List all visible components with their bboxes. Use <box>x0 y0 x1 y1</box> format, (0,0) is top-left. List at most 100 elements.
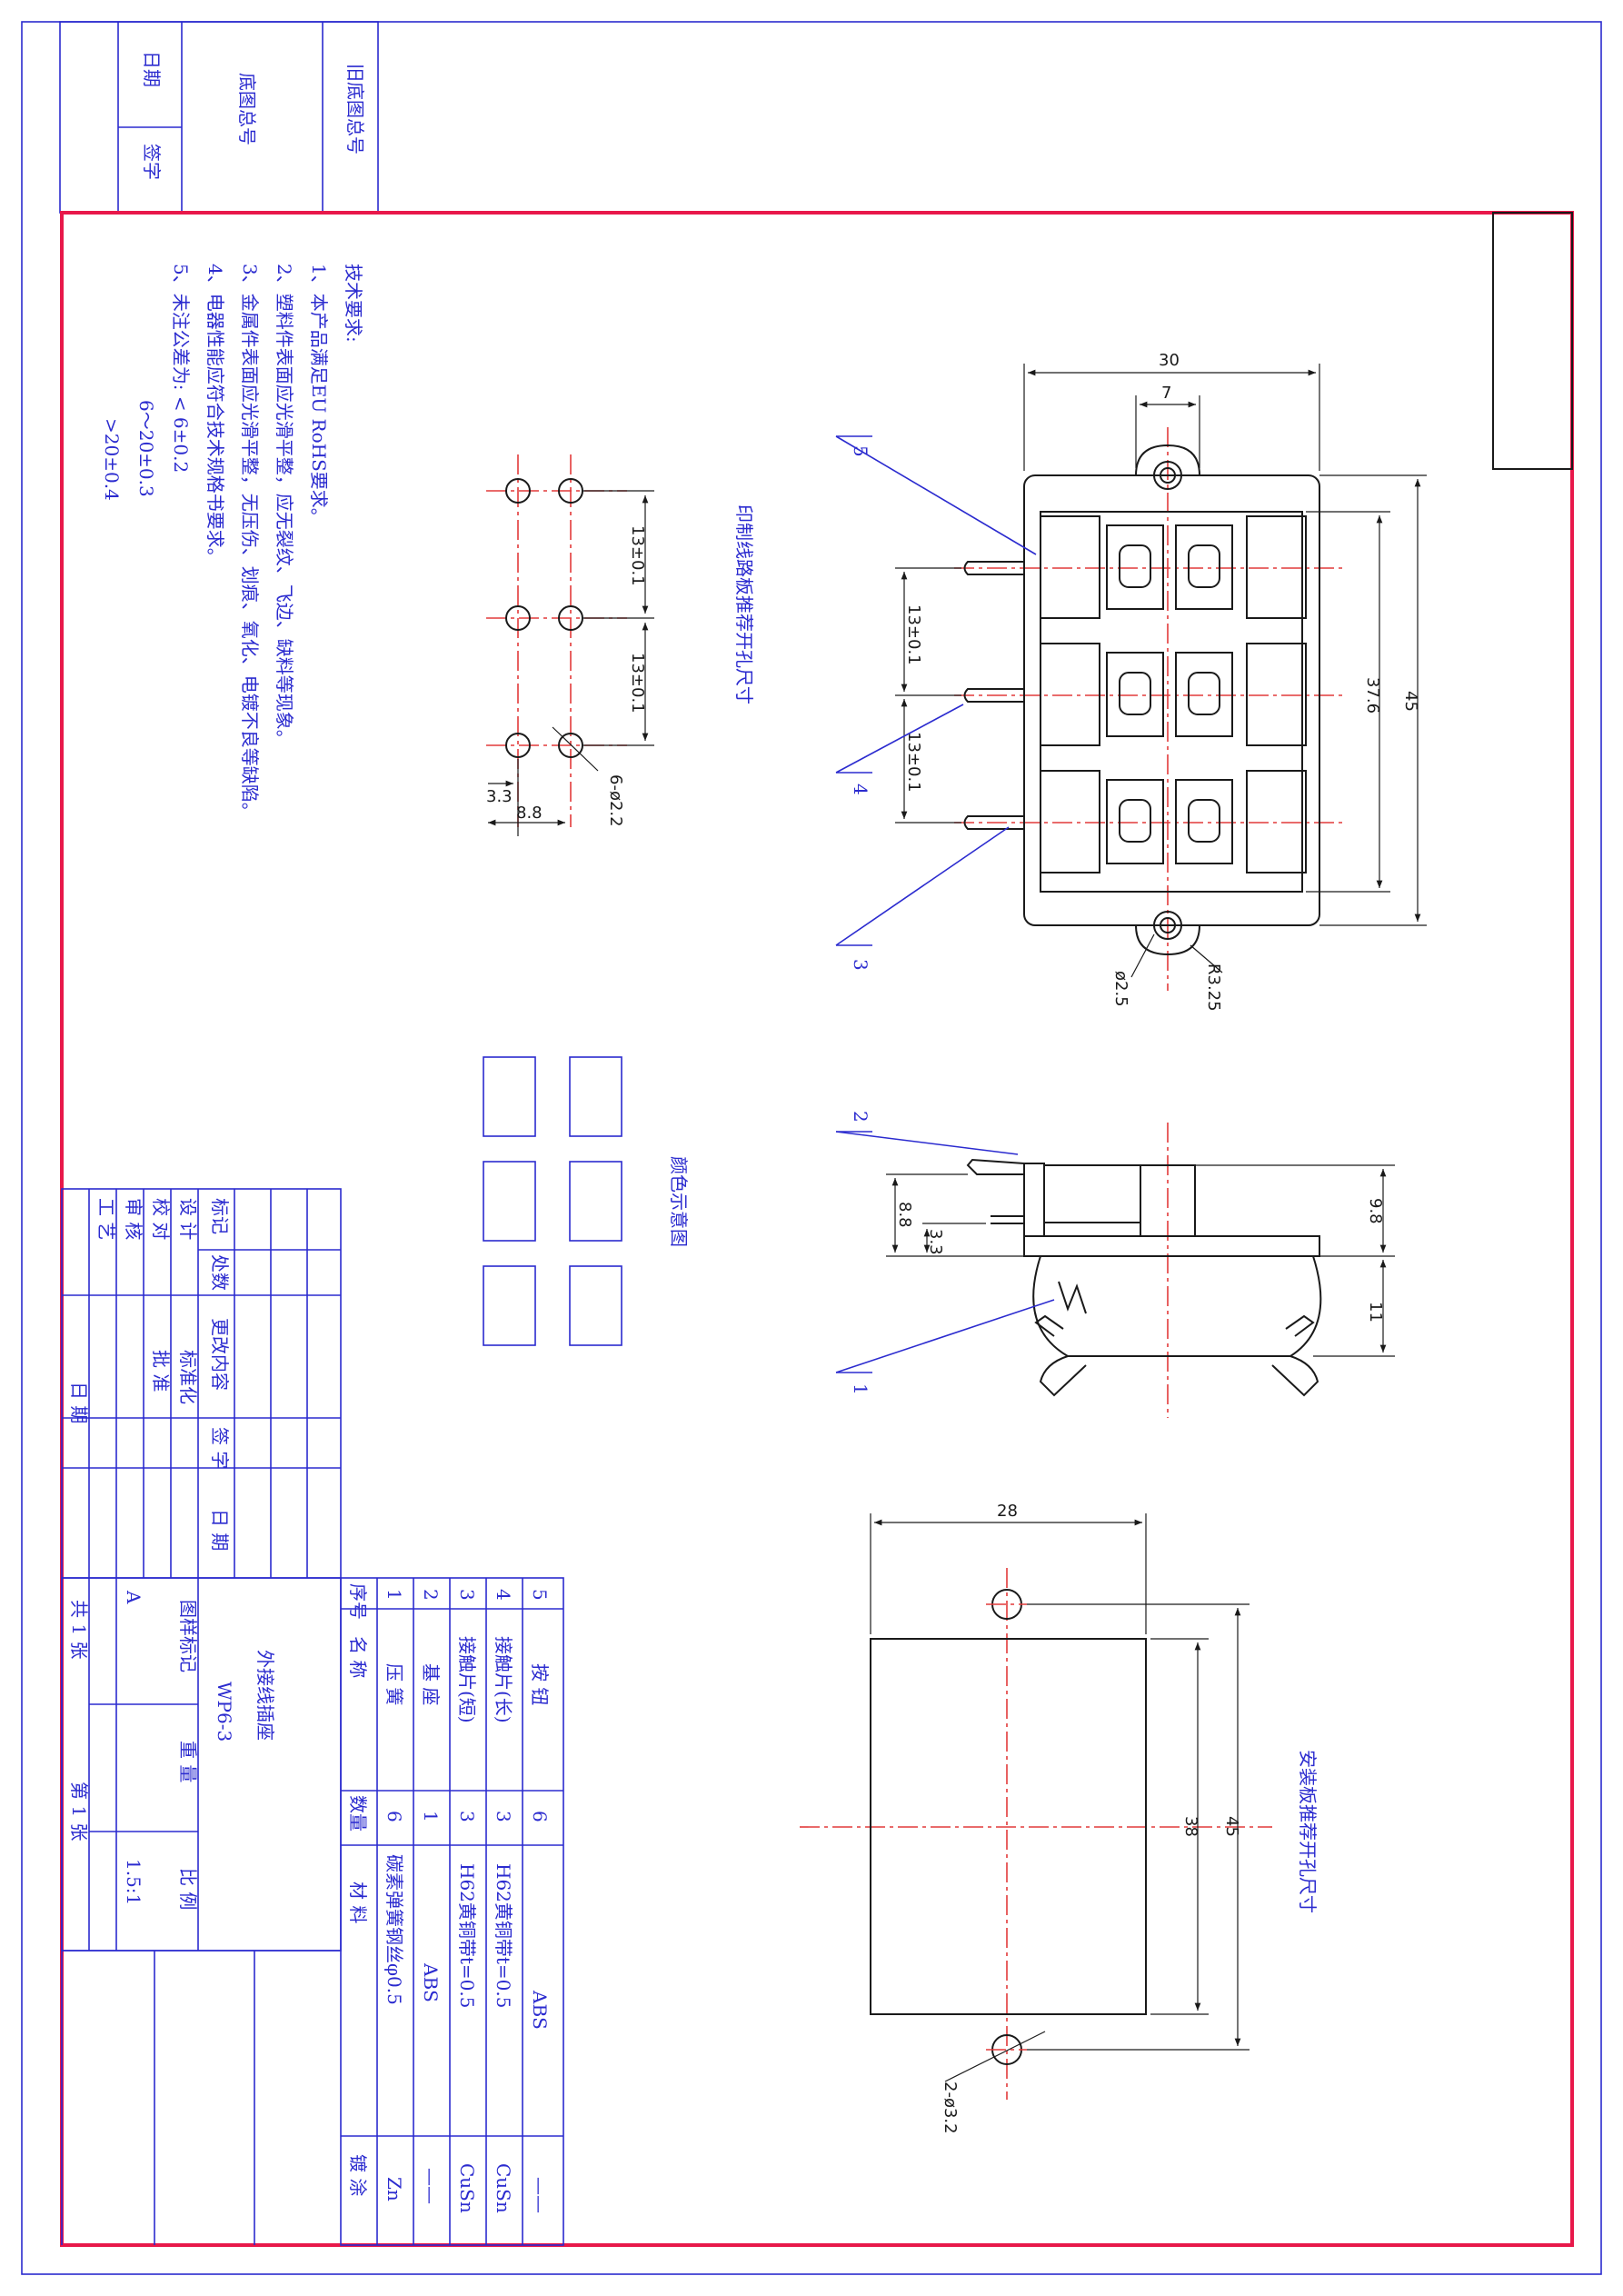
front-radius-3-25: R3.25 <box>1204 963 1223 1012</box>
front-hole-2-5: ø2.5 <box>1111 971 1130 1007</box>
rev-header-count: 处数 <box>209 1254 231 1291</box>
front-width-30: 30 <box>1159 351 1180 370</box>
tech-title: 技术要求: <box>343 264 364 343</box>
bom-row-3-plating: CuSn <box>456 2163 478 2213</box>
bom-row-3-name: 接触片(短) <box>456 1636 478 1723</box>
pcb-hole-pattern-view: 13±0.1 13±0.1 3.3 8.8 6-ø2.2 印制线路板推荐开孔尺寸 <box>486 454 755 836</box>
pcb-offset-3-3: 3.3 <box>486 787 513 806</box>
callout-5: 5 <box>850 445 871 457</box>
side-height-9-8: 9.8 <box>1366 1198 1385 1224</box>
front-height-37-6: 37.6 <box>1363 677 1382 714</box>
bom-header-material: 材 料 <box>347 1882 369 1923</box>
color-view-title: 颜色示意图 <box>668 1156 690 1247</box>
bom-row-1-qty: 6 <box>383 1811 405 1822</box>
bom-header-no: 序号 <box>347 1583 369 1620</box>
side-height-8-8: 8.8 <box>895 1202 914 1228</box>
bom-row-1-material: 碳素弹簧钢丝φ0.5 <box>383 1854 405 2005</box>
side-view: 8.8 3.3 9.8 11 2 1 <box>835 1111 1395 1418</box>
bom-row-5-plating: —— <box>529 2177 551 2213</box>
tech-tolerance-2: 6～20±0.3 <box>135 400 157 497</box>
tech-item-4: 4、电器性能应符合技术规格书要求。 <box>204 264 226 566</box>
rev-header-mark: 标记 <box>209 1198 231 1234</box>
bom-row-5-name: 按 钮 <box>529 1663 551 1705</box>
bom-row-3-material: H62黄铜带t=0.5 <box>456 1863 478 2009</box>
bom-row-3-qty: 3 <box>456 1811 478 1822</box>
front-pitch-2: 13±0.1 <box>904 732 923 793</box>
bom-row-1-plating: Zn <box>383 2177 405 2201</box>
bom-table: 序号 名 称 数量 材 料 镀 涂 1 压 簧 6 碳素弹簧钢丝φ0.5 Zn … <box>340 1577 564 2246</box>
bom-row-2-qty: 1 <box>420 1811 442 1822</box>
tech-item-3: 3、金属件表面应光滑平整，无压伤、划痕、氧化、电镀不良等缺陷。 <box>239 264 261 821</box>
bom-row-2-no: 2 <box>420 1589 442 1601</box>
tech-tolerance-3: >20±0.4 <box>101 418 123 501</box>
color-legend-view: 颜色示意图 <box>483 1056 690 1346</box>
side-offset-3-3: 3.3 <box>926 1229 945 1255</box>
mount-height-45: 45 <box>1222 1816 1241 1837</box>
revision-block: 标记 处数 更改内容 签 字 日 期 设 计 校 对 审 核 工 艺 标准化 批… <box>61 1188 342 2245</box>
scale-value: 1.5:1 <box>123 1859 144 1905</box>
date-label: 日期 <box>141 51 163 87</box>
callout-2: 2 <box>850 1111 871 1123</box>
mount-height-38: 38 <box>1181 1816 1200 1837</box>
tech-item-5: 5、未注公差为: < 6±0.2 <box>170 264 192 473</box>
sign-label: 签字 <box>141 144 163 180</box>
bom-row-5-no: 5 <box>529 1589 551 1601</box>
rev-header-date: 日 期 <box>209 1509 231 1551</box>
bom-row-4-name: 接触片(长) <box>493 1636 514 1723</box>
callout-3: 3 <box>850 959 871 971</box>
mount-view-title: 安装板推荐开孔尺寸 <box>1297 1750 1319 1913</box>
front-height-45: 45 <box>1401 691 1420 712</box>
terminal-row-1 <box>1040 515 1307 619</box>
old-base-number-label: 旧底图总号 <box>344 64 366 155</box>
part-code: WP6-3 <box>214 1682 235 1742</box>
callout-1: 1 <box>850 1383 871 1395</box>
weight-label: 重 量 <box>177 1741 199 1782</box>
callout-4: 4 <box>850 784 871 795</box>
outer-border <box>21 21 1602 2275</box>
side-height-11: 11 <box>1366 1302 1385 1323</box>
mount-width-28: 28 <box>997 1502 1018 1521</box>
chart-mark-value: A <box>123 1590 144 1604</box>
corner-box <box>1492 212 1573 470</box>
pcb-hole-spec: 6-ø2.2 <box>606 774 625 827</box>
chart-mark-label: 图样标记 <box>177 1600 199 1672</box>
bom-row-2-name: 基 座 <box>420 1663 442 1705</box>
rev-approve: 批 准 <box>150 1350 172 1392</box>
mounting-cutout-view: 28 38 45 2-ø3.2 安装板推荐开孔尺寸 <box>800 1502 1319 2134</box>
rev-standard: 标准化 <box>177 1350 199 1404</box>
bom-header-name: 名 称 <box>347 1636 369 1678</box>
mount-hole-spec: 2-ø3.2 <box>941 2081 960 2134</box>
rev-review: 审 核 <box>123 1198 144 1240</box>
sheet-number: 第 1 张 <box>68 1782 90 1841</box>
rev-date: 日 期 <box>68 1382 90 1423</box>
side-record-box: 旧底图总号 底图总号 日期 签字 <box>59 21 379 214</box>
scale-label: 比 例 <box>177 1868 199 1910</box>
technical-requirements: 技术要求: 1、本产品满足EU RoHS要求。 2、塑料件表面应光滑平整，应无裂… <box>101 264 364 821</box>
bom-row-4-plating: CuSn <box>493 2163 514 2213</box>
bom-header-qty: 数量 <box>347 1795 369 1832</box>
terminal-row-3 <box>1040 770 1307 873</box>
rev-check: 校 对 <box>150 1198 172 1240</box>
bom-row-1-no: 1 <box>383 1589 405 1601</box>
front-width-7: 7 <box>1161 384 1171 403</box>
terminal-row-2 <box>1040 643 1307 746</box>
rev-process: 工 艺 <box>95 1198 117 1240</box>
tech-item-2: 2、塑料件表面应光滑平整，应无裂纹、飞边、缺料等现象。 <box>274 264 295 748</box>
front-pitch-1: 13±0.1 <box>904 604 923 665</box>
bom-row-4-qty: 3 <box>493 1811 514 1822</box>
bom-row-2-plating: —— <box>420 2168 442 2204</box>
bom-header-plating: 镀 涂 <box>347 2154 369 2196</box>
rev-design: 设 计 <box>177 1198 199 1240</box>
bom-row-5-qty: 6 <box>529 1811 551 1822</box>
rev-header-change: 更改内容 <box>209 1318 231 1391</box>
front-view: 30 7 37.6 45 13±0.1 13±0.1 ø2.5 R3.25 5 … <box>835 351 1427 1012</box>
title-block: WP6-3 外接线插座 图样标记 重 量 比 例 A 1.5:1 共 1 张 第… <box>61 1577 342 2245</box>
pcb-pitch-1: 13±0.1 <box>628 525 647 586</box>
bom-row-5-material: ABS <box>529 1990 551 2030</box>
tech-item-1: 1、本产品满足EU RoHS要求。 <box>308 264 330 526</box>
total-sheets: 共 1 张 <box>68 1600 90 1659</box>
pcb-span-8-8: 8.8 <box>516 804 543 823</box>
rev-header-sign: 签 字 <box>209 1427 231 1469</box>
bom-row-4-material: H62黄铜带t=0.5 <box>493 1863 514 2009</box>
